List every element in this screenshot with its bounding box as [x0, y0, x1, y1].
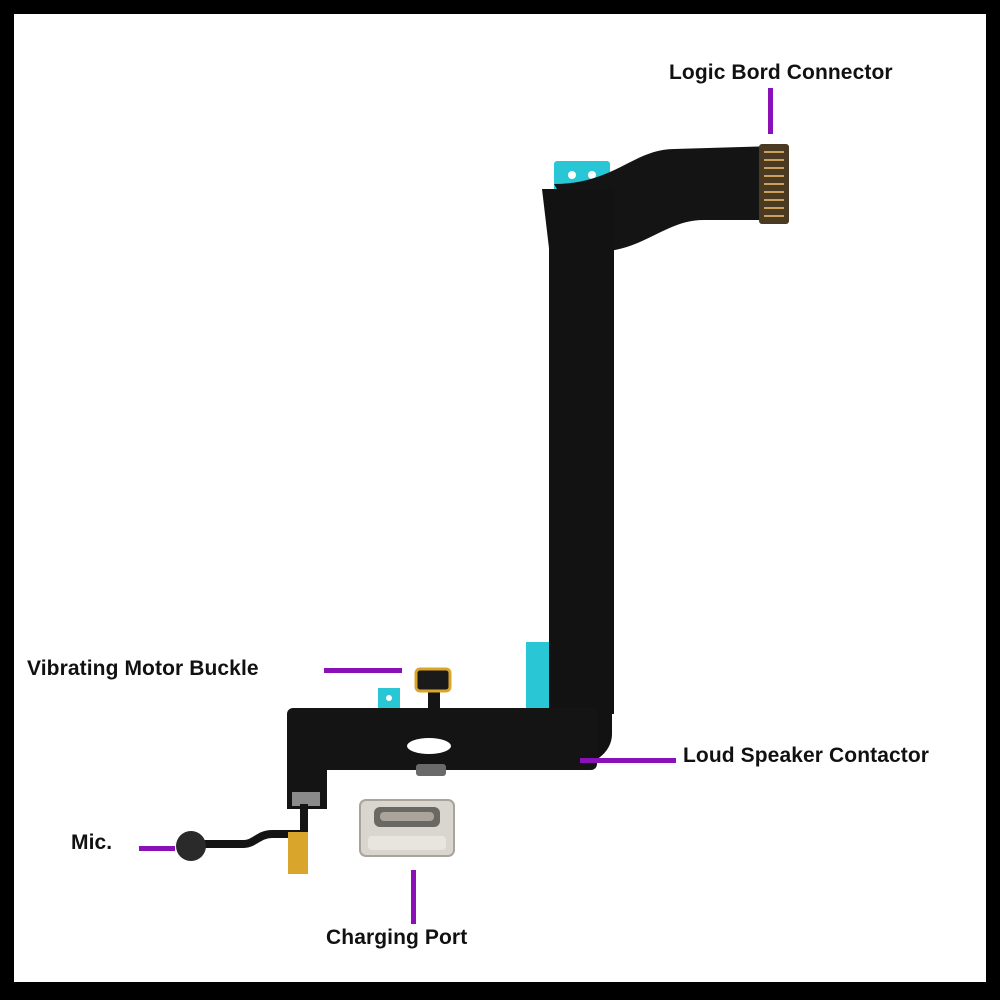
flex-vertical-overlay — [549, 189, 614, 714]
flex-bottom-board — [287, 708, 597, 770]
vibrating-motor-leader — [324, 668, 402, 673]
speaker-hole — [407, 738, 451, 754]
logic-board-connector-label: Logic Bord Connector — [669, 61, 893, 84]
loud-speaker-contactor-label: Loud Speaker Contactor — [683, 744, 930, 767]
flex-cable-diagram — [176, 144, 789, 874]
vibrating-motor-buckle — [414, 667, 452, 693]
connector-pins — [764, 151, 784, 217]
mic-capsule — [176, 831, 206, 861]
logic-board-leader — [768, 88, 773, 134]
charging-port-leader — [411, 870, 416, 924]
mic-gold-tab — [288, 832, 308, 874]
speaker-contact — [416, 764, 446, 776]
charging-port-label: Charging Port — [326, 926, 468, 949]
vibrating-motor-buckle-label: Vibrating Motor Buckle — [27, 657, 259, 680]
mic-cable — [199, 804, 308, 848]
loud-speaker-leader — [580, 758, 676, 763]
mic-label: Mic. — [71, 831, 113, 854]
mic-leader — [139, 846, 175, 851]
diagram-frame: Logic Bord Connector Vibrating Motor Buc… — [14, 14, 986, 982]
